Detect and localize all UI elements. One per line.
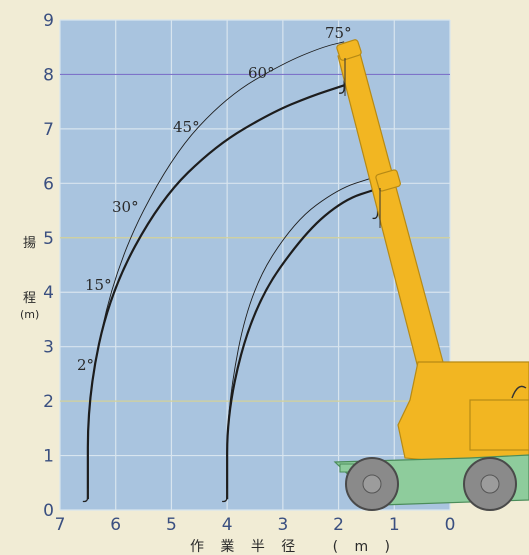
- y-tick-label: 4: [43, 283, 54, 303]
- angle-label: 45°: [173, 118, 200, 136]
- y-axis-title-char-1: 揚: [23, 235, 36, 251]
- x-tick-label: 4: [222, 515, 233, 535]
- angle-label: 60°: [248, 64, 275, 82]
- y-tick-label: 6: [43, 174, 54, 194]
- y-tick-label: 7: [43, 120, 54, 140]
- y-axis-title-char-2: 程: [23, 291, 36, 306]
- range-curve: [87, 41, 345, 500]
- y-tick-label: 2: [43, 392, 54, 412]
- hook-icon: [372, 205, 379, 220]
- y-axis-title-unit: (m): [20, 308, 39, 321]
- hook-icon: [222, 488, 228, 503]
- angle-label: 2°: [77, 356, 94, 374]
- x-tick-label: 6: [110, 515, 121, 535]
- angle-label: 30°: [112, 198, 139, 216]
- x-tick-label: 7: [55, 515, 66, 535]
- hook-icon: [82, 488, 89, 503]
- angle-label: 75°: [325, 24, 352, 42]
- y-tick-label: 0: [43, 501, 54, 521]
- y-tick-label: 9: [43, 11, 54, 31]
- y-tick-label: 5: [43, 229, 54, 249]
- x-tick-label: 2: [333, 515, 344, 535]
- x-tick-label: 3: [277, 515, 288, 535]
- crane-illustration: [333, 39, 529, 511]
- x-tick-label: 5: [166, 515, 177, 535]
- hook-icon: [339, 80, 345, 94]
- x-tick-label: 0: [445, 515, 456, 535]
- y-tick-label: 1: [43, 447, 54, 467]
- x-tick-label: 1: [389, 515, 400, 535]
- y-tick-label: 8: [43, 65, 54, 85]
- y-tick-label: 3: [43, 338, 54, 358]
- range-curve: [226, 177, 373, 500]
- angle-label: 15°: [85, 276, 112, 294]
- x-axis-title: 作業半径 (m): [190, 539, 390, 555]
